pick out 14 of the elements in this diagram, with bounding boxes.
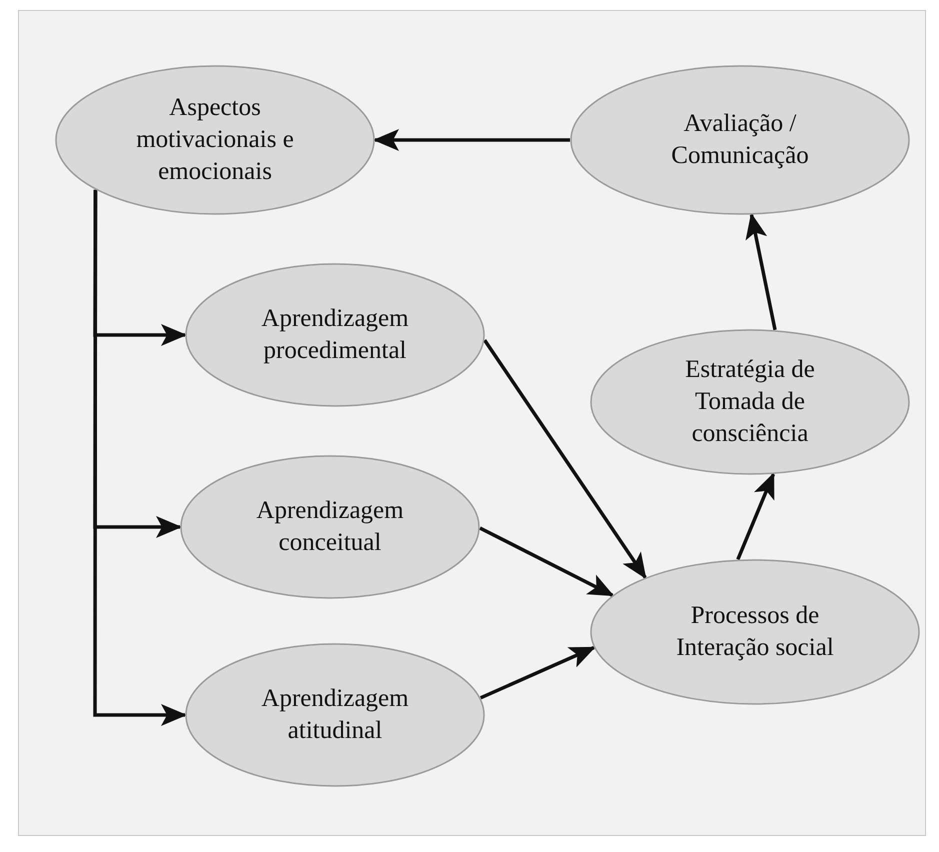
node-label: Aprendizagem atitudinal [260,684,410,746]
arrow [480,646,596,700]
node-label: Estratégia de Tomada de consciência [684,355,816,449]
arrow [479,526,614,597]
node-label: Aprendizagem conceitual [255,496,405,558]
node-label: Processos de Interação social [675,601,835,663]
node-label: Avaliação / Comunicação [670,109,810,171]
arrow [746,212,777,330]
arrow [483,339,647,580]
node-label: Aprendizagem procedimental [260,304,410,366]
node-label: Aspectos motivacionais e emocionais [135,93,295,187]
arrow [93,190,187,726]
arrow [736,472,775,560]
arrow [373,129,570,151]
